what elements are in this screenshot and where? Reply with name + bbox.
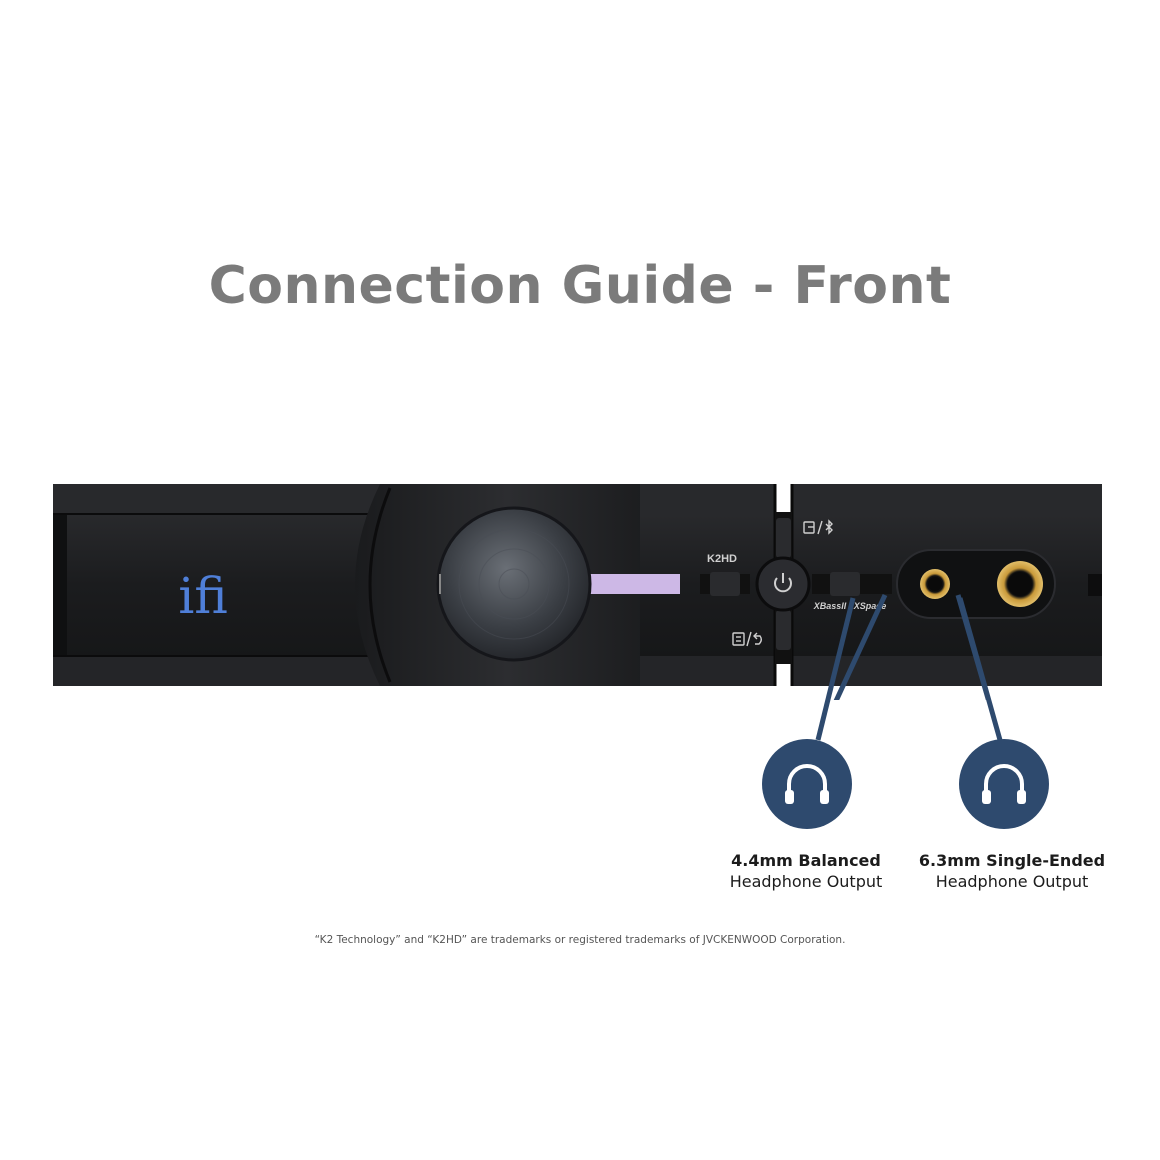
single-ended-headphone-badge (959, 739, 1049, 829)
balanced-output-subtitle: Headphone Output (729, 872, 883, 891)
input-button[interactable] (776, 518, 791, 558)
page-title: Connection Guide - Front (208, 256, 952, 316)
balanced-output-label: 4.4mm Balanced Headphone Output (700, 850, 912, 892)
headphones-icon (785, 764, 829, 804)
power-button[interactable] (755, 556, 811, 612)
callout-line-balanced (833, 593, 888, 700)
k2hd-label: K2HD (707, 553, 737, 565)
device-left-body (53, 484, 393, 686)
single-ended-output-title: 6.3mm Single-Ended (918, 851, 1106, 870)
volume-knob[interactable] (436, 506, 592, 662)
balanced-output-title: 4.4mm Balanced (731, 851, 881, 870)
led-strip (588, 574, 680, 594)
k2hd-button[interactable] (710, 572, 740, 596)
single-ended-output-subtitle: Headphone Output (935, 872, 1089, 891)
device-front-panel: ifi (53, 484, 1102, 700)
trademark-note: “K2 Technology” and “K2HD” are trademark… (314, 934, 846, 946)
ifi-logo: ifi (178, 567, 227, 625)
xbass-button[interactable] (830, 572, 860, 596)
balanced-jack-4-4mm[interactable] (920, 569, 950, 599)
input-bluetooth-icon (803, 519, 833, 535)
power-icon (774, 573, 792, 593)
single-ended-output-label: 6.3mm Single-Ended Headphone Output (905, 850, 1119, 892)
headphones-icon (982, 764, 1026, 804)
menu-button[interactable] (776, 610, 791, 650)
single-ended-jack-6-3mm[interactable] (997, 561, 1043, 607)
balanced-headphone-badge (762, 739, 852, 829)
menu-back-icon (732, 631, 762, 647)
